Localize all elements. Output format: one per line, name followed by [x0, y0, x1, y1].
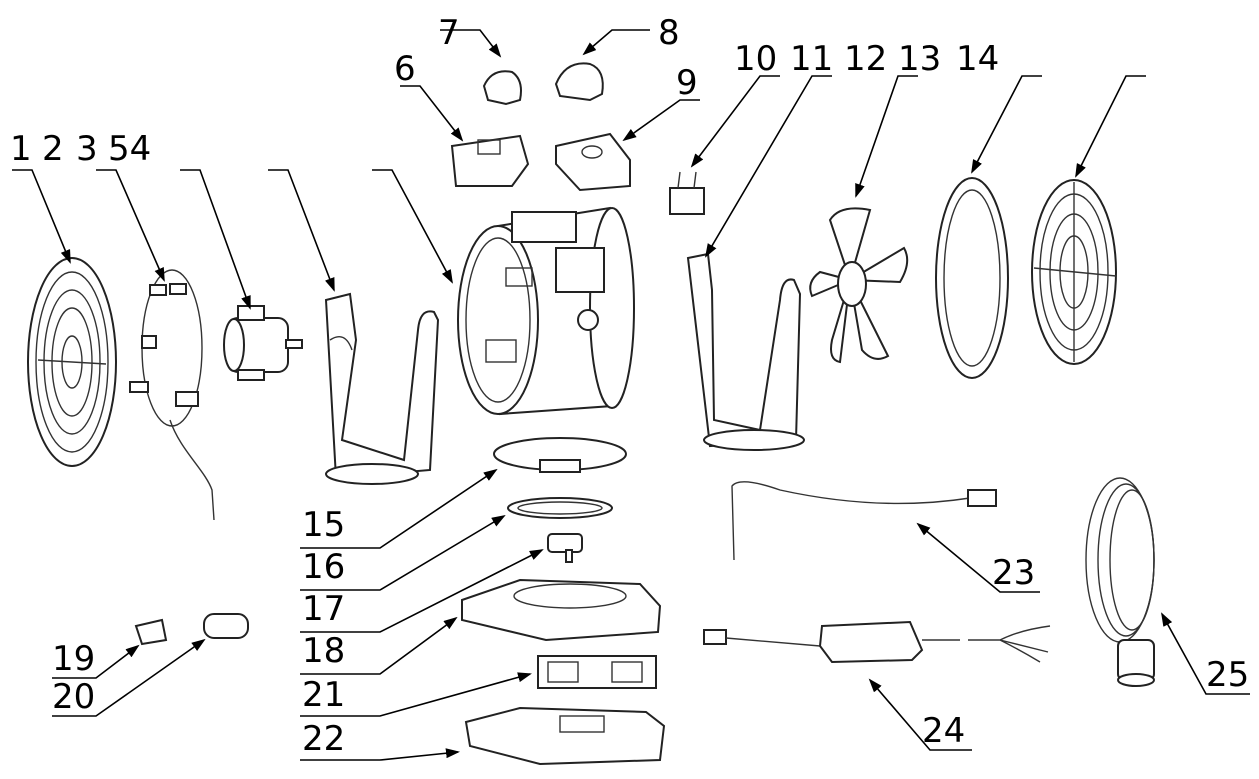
- small-cap-part: [134, 618, 168, 646]
- leader-15: [300, 468, 498, 549]
- leader-24: [868, 678, 972, 751]
- leader-16: [300, 514, 506, 591]
- label-12: 12: [844, 39, 887, 79]
- leader-body: [372, 169, 453, 284]
- leader-3: [180, 169, 251, 310]
- motor-part: [223, 305, 303, 381]
- label-21: 21: [302, 675, 345, 715]
- mounting-ring-part: [935, 177, 1009, 379]
- sensor-cable-part: [731, 481, 997, 561]
- leader-22: [300, 748, 460, 761]
- label-7: 7: [438, 13, 460, 53]
- label-24: 24: [922, 711, 965, 751]
- label-1: 1: [10, 129, 32, 169]
- leader-25: [1161, 612, 1250, 695]
- fan-blade-part: [809, 207, 909, 364]
- leader-2: [96, 169, 165, 282]
- leader-23: [916, 522, 1040, 593]
- leader-14: [1075, 75, 1146, 178]
- leader-6: [400, 85, 464, 142]
- front-grille-part: [27, 257, 117, 467]
- bearing-ring-part: [507, 497, 613, 519]
- leader-18: [300, 616, 458, 675]
- leader-7: [440, 29, 502, 58]
- heater-body-part: [457, 206, 635, 416]
- leader-8: [582, 29, 650, 56]
- label-25: 25: [1206, 655, 1249, 695]
- leader-19: [52, 644, 140, 679]
- label-23: 23: [992, 553, 1035, 593]
- right-stand-part: [686, 252, 805, 451]
- leader-13: [971, 75, 1042, 174]
- leader-11: [704, 75, 832, 258]
- label-54: 54: [108, 129, 151, 169]
- label-8: 8: [658, 13, 680, 53]
- label-19: 19: [52, 639, 95, 679]
- label-16: 16: [302, 547, 345, 587]
- leader-9: [622, 99, 700, 142]
- label-14: 14: [956, 39, 999, 79]
- leader-20: [52, 638, 206, 717]
- leader-21: [300, 672, 532, 717]
- leader-10: [690, 75, 780, 168]
- coiled-cable-part: [1085, 477, 1155, 687]
- label-15: 15: [302, 505, 345, 545]
- oscillation-motor-part: [547, 533, 583, 563]
- leader-12: [855, 75, 918, 198]
- leader-54: [268, 169, 335, 292]
- left-stand-part: [324, 292, 440, 485]
- power-cord-part: [703, 620, 1051, 664]
- rear-grille-part: [1031, 179, 1117, 365]
- heating-element-part: [129, 269, 215, 521]
- fuse-holder-part: [203, 613, 249, 639]
- label-2: 2: [42, 129, 64, 169]
- label-20: 20: [52, 677, 95, 717]
- label-13: 13: [898, 39, 941, 79]
- base-top-part: [461, 578, 662, 642]
- label-22: 22: [302, 719, 345, 759]
- label-9: 9: [676, 63, 698, 103]
- label-10: 10: [734, 39, 777, 79]
- label-11: 11: [790, 39, 833, 79]
- label-18: 18: [302, 631, 345, 671]
- base-control-box-part: [537, 655, 657, 689]
- label-17: 17: [302, 589, 345, 629]
- leader-17: [300, 549, 544, 633]
- knob-cap-part-7: [482, 70, 522, 106]
- label-6: 6: [394, 49, 416, 89]
- label-3: 3: [76, 129, 98, 169]
- knob-part-8: [554, 62, 604, 102]
- control-housing-part-6: [450, 134, 530, 187]
- capacitor-part: [669, 171, 705, 215]
- turntable-plate-part: [493, 437, 627, 473]
- leader-1: [12, 169, 71, 264]
- base-bottom-part: [464, 706, 666, 766]
- control-panel-part-9: [555, 132, 631, 192]
